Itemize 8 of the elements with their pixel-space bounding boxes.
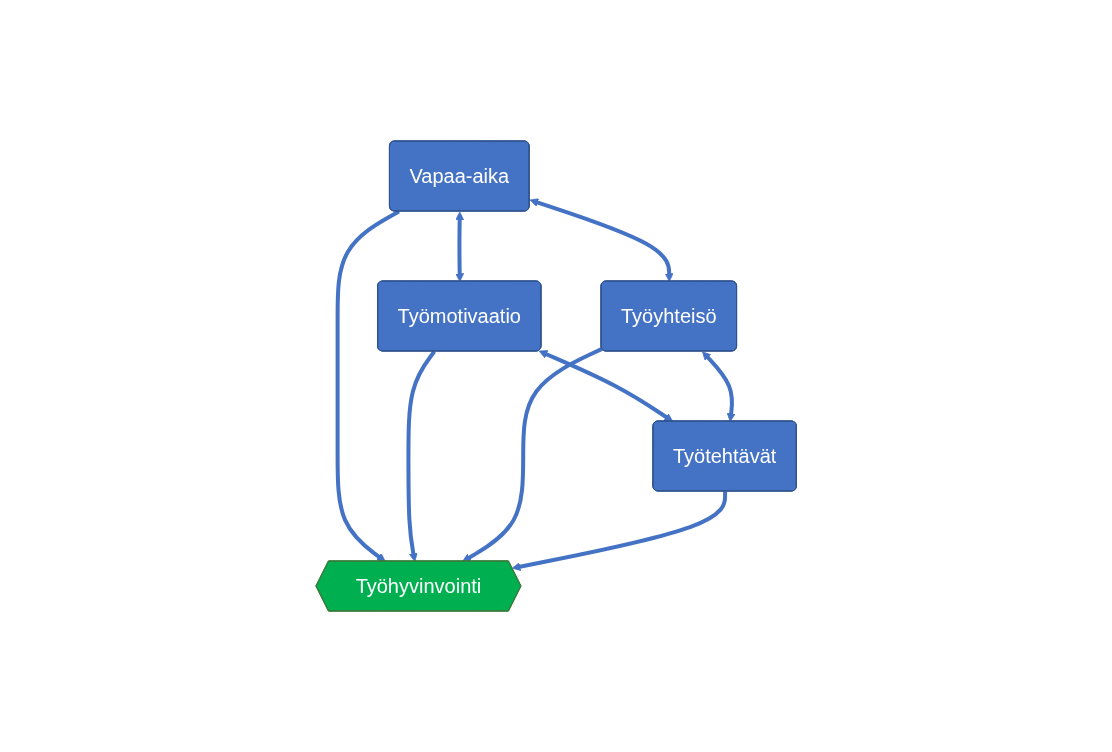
arrow xyxy=(538,350,673,422)
arrow xyxy=(406,350,436,562)
arrow xyxy=(701,351,736,422)
arrow xyxy=(335,209,400,562)
arrow xyxy=(529,198,674,282)
arrow xyxy=(462,347,603,562)
arrow xyxy=(455,211,464,282)
arrow xyxy=(511,491,727,571)
